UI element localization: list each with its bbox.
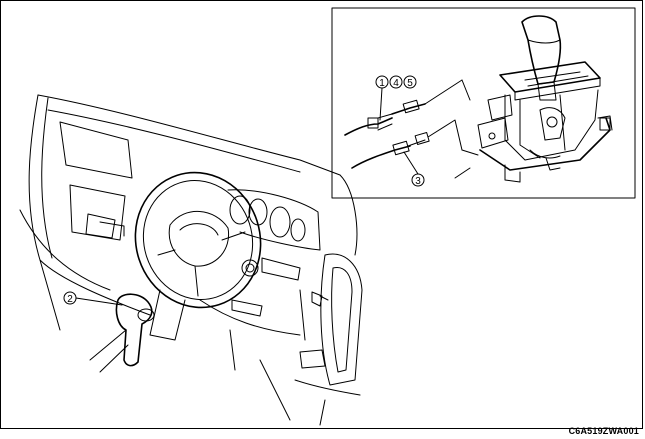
- diagram-frame: [0, 0, 643, 429]
- inset-detail-box: [331, 7, 636, 199]
- dashboard-illustration: [19, 94, 363, 426]
- callout-2: 2: [67, 294, 73, 305]
- callout-circle-4: [389, 75, 403, 89]
- callout-3: 3: [415, 176, 421, 187]
- callout-4: 4: [393, 78, 399, 89]
- callout-circle-5: [403, 75, 417, 89]
- reference-code: C6A519ZWA001: [568, 426, 639, 436]
- callout-5: 5: [407, 78, 413, 89]
- callout-1: 1: [379, 78, 385, 89]
- callouts: 1 4 5 3 2: [63, 75, 425, 306]
